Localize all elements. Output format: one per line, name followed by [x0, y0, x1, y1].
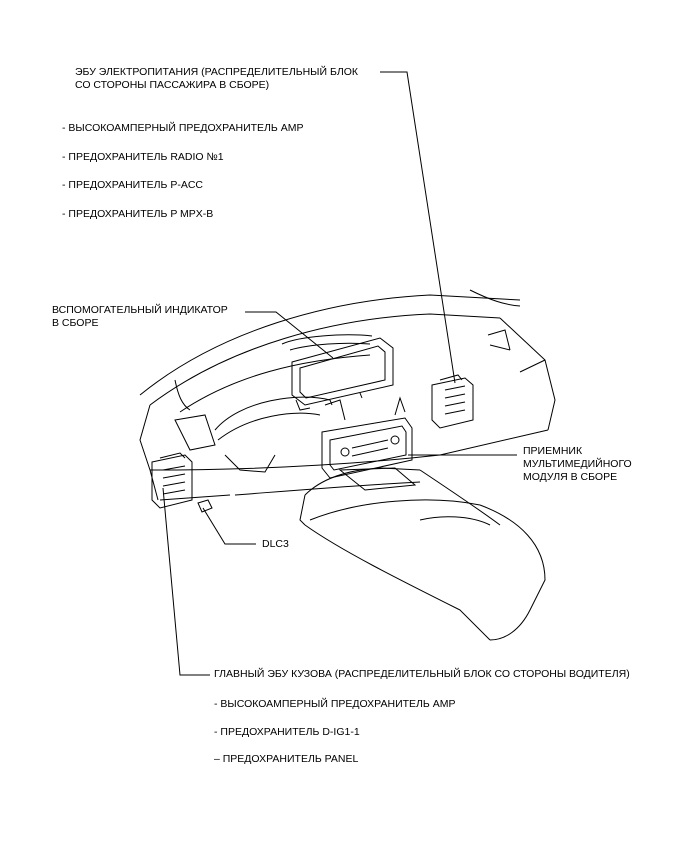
center-console: [299, 467, 546, 641]
main-body-ecu-item-amp: - ВЫСОКОАМПЕРНЫЙ ПРЕДОХРАНИТЕЛЬ AMP: [214, 698, 456, 710]
power-ecu-item-amp: - ВЫСОКОАМПЕРНЫЙ ПРЕДОХРАНИТЕЛЬ AMP: [62, 122, 304, 134]
power-ecu-label: ЭБУ ЭЛЕКТРОПИТАНИЯ (РАСПРЕДЕЛИТЕЛЬНЫЙ БЛ…: [75, 66, 359, 91]
dlc3-connector: [197, 499, 213, 513]
power-ecu-item-pmpxb: - ПРЕДОХРАНИТЕЛЬ P MPX-B: [62, 208, 214, 220]
main-body-ecu-item-dig: - ПРЕДОХРАНИТЕЛЬ D-IG1-1: [214, 726, 360, 738]
power-ecu-item-radio: - ПРЕДОХРАНИТЕЛЬ RADIO №1: [62, 151, 224, 163]
leader-lines: [162, 71, 517, 676]
power-ecu-box: [431, 374, 474, 429]
multimedia-receiver-label: ПРИЕМНИК МУЛЬТИМЕДИЙНОГО МОДУЛЯ В СБОРЕ: [523, 445, 632, 483]
dlc3-label: DLC3: [262, 538, 289, 550]
power-ecu-item-pacc: - ПРЕДОХРАНИТЕЛЬ P-ACC: [62, 179, 203, 191]
main-body-ecu-item-panel: – ПРЕДОХРАНИТЕЛЬ PANEL: [214, 753, 359, 765]
aux-indicator-assembly: [291, 337, 394, 411]
multimedia-receiver-unit: [321, 396, 413, 479]
main-body-ecu-box: [151, 452, 193, 509]
main-body-ecu-label: ГЛАВНЫЙ ЭБУ КУЗОВА (РАСПРЕДЕЛИТЕЛЬНЫЙ БЛ…: [214, 668, 630, 680]
aux-indicator-label: ВСПОМОГАТЕЛЬНЫЙ ИНДИКАТОР В СБОРЕ: [52, 304, 228, 329]
